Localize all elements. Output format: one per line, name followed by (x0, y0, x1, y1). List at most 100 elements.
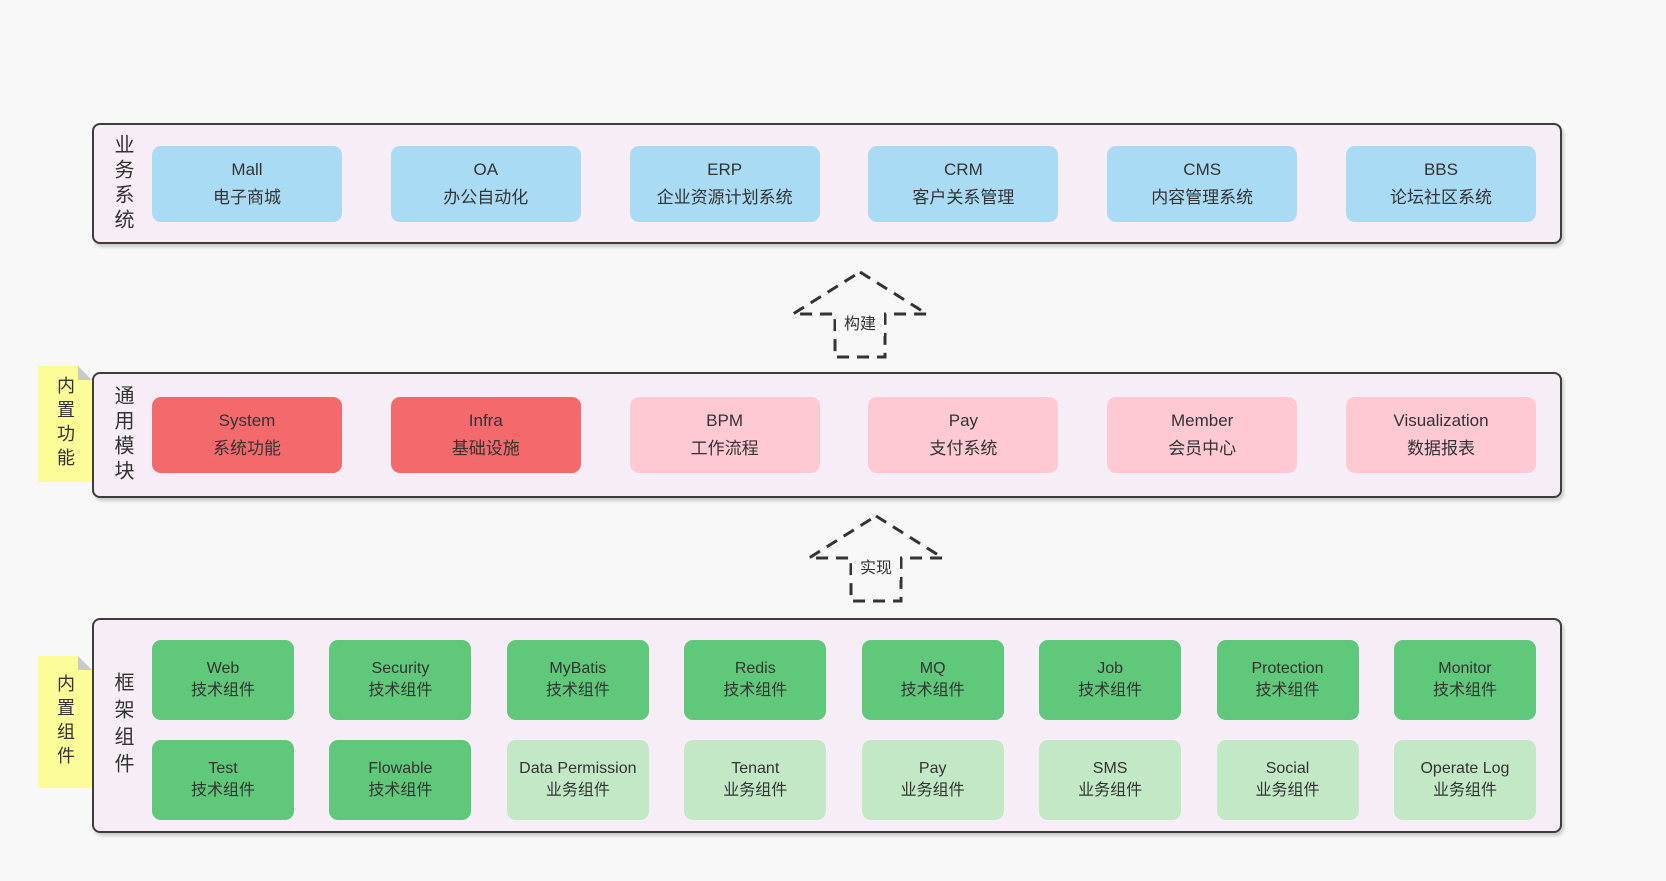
layer-business-label: 业务系统 (111, 133, 133, 234)
box-title: BPM (706, 411, 744, 431)
box-data-permission: Data Permission 业务组件 (506, 740, 649, 820)
box-mall: Mall 电子商城 (152, 145, 342, 222)
box-subtitle: 技术组件 (723, 682, 788, 699)
box-subtitle: 系统功能 (213, 439, 281, 458)
note-built-in-functions: 内置功能 (38, 366, 92, 482)
box-subtitle: 技术组件 (1078, 682, 1143, 699)
box-title: Member (1171, 411, 1234, 431)
box-title: Social (1265, 759, 1310, 777)
arrow-build-label: 构建 (844, 315, 876, 333)
box-title: MQ (919, 659, 946, 677)
box-sms: SMS 业务组件 (1039, 740, 1182, 820)
box-title: Job (1097, 659, 1123, 677)
box-title: CMS (1183, 159, 1222, 179)
box-subtitle: 会员中心 (1168, 439, 1237, 458)
folded-corner-icon (78, 656, 92, 670)
box-title: MyBatis (549, 659, 607, 677)
box-job: Job 技术组件 (1039, 640, 1182, 720)
box-mq: MQ 技术组件 (861, 640, 1004, 720)
box-title: ERP (707, 159, 743, 179)
note-built-in-components: 内置组件 (38, 656, 92, 788)
box-subtitle: 业务组件 (900, 782, 965, 799)
box-subtitle: 业务组件 (545, 782, 610, 799)
box-title: Monitor (1438, 659, 1492, 677)
box-erp: ERP 企业资源计划系统 (629, 145, 820, 222)
box-title: CRM (944, 159, 983, 179)
layer-common-modules: 通用模块 System 系统功能 Infra 基础设施 BPM 工作流程 Pay 支付系统 Me… (92, 372, 1562, 498)
box-test: Test 技术组件 (152, 740, 294, 820)
box-subtitle: 技术组件 (190, 782, 255, 799)
box-subtitle: 技术组件 (368, 682, 433, 699)
arrow-build-up: 构建 (790, 268, 930, 360)
box-subtitle: 基础设施 (451, 439, 520, 458)
box-subtitle: 内容管理系统 (1151, 187, 1254, 207)
box-subtitle: 业务组件 (723, 782, 788, 799)
box-title: Operate Log (1420, 759, 1510, 777)
box-subtitle: 技术组件 (190, 682, 255, 699)
box-subtitle: 技术组件 (900, 682, 965, 699)
box-title: Data Permission (519, 759, 637, 777)
box-subtitle: 技术组件 (1255, 682, 1320, 699)
box-oa: OA 办公自动化 (390, 145, 581, 222)
folded-corner-icon (78, 366, 92, 380)
box-operate-log: Operate Log 业务组件 (1393, 740, 1536, 820)
box-subtitle: 支付系统 (929, 439, 998, 458)
modules-boxes-row: System 系统功能 Infra 基础设施 BPM 工作流程 Pay 支付系统 Member 会… (152, 374, 1536, 496)
box-title: BBS (1423, 159, 1458, 179)
box-infra: Infra 基础设施 (390, 397, 581, 473)
box-title: Security (371, 659, 430, 677)
box-subtitle: 客户关系管理 (912, 187, 1015, 207)
box-subtitle: 技术组件 (1432, 682, 1497, 699)
box-cms: CMS 内容管理系统 (1107, 145, 1298, 222)
box-title: Web (206, 659, 240, 677)
dashed-up-arrow-icon: 构建 (790, 270, 930, 359)
box-title: SMS (1092, 759, 1128, 777)
box-title: System (218, 411, 276, 431)
box-pay: Pay 支付系统 (868, 397, 1059, 473)
box-pay: Pay 业务组件 (861, 740, 1004, 820)
box-title: Protection (1251, 659, 1324, 677)
box-title: Pay (918, 759, 947, 777)
note-built-in-functions-label: 内置功能 (55, 376, 75, 472)
box-title: Visualization (1393, 411, 1489, 431)
dashed-up-arrow-icon: 实现 (806, 514, 946, 603)
box-title: Pay (948, 411, 979, 431)
layer-business-systems: 业务系统 Mall 电子商城 OA 办公自动化 ERP 企业资源计划系统 CRM 客户关系管理… (92, 123, 1562, 244)
layer-modules-label: 通用模块 (111, 385, 133, 485)
box-title: Infra (468, 411, 503, 431)
box-subtitle: 电子商城 (213, 187, 281, 207)
box-title: Flowable (368, 759, 433, 777)
box-subtitle: 办公自动化 (443, 187, 529, 207)
box-protection: Protection 技术组件 (1216, 640, 1359, 720)
note-built-in-components-label: 内置组件 (55, 674, 75, 770)
box-subtitle: 工作流程 (690, 439, 759, 458)
box-title: Mall (231, 159, 263, 179)
box-crm: CRM 客户关系管理 (868, 145, 1059, 222)
arrow-implement-label: 实现 (860, 559, 892, 577)
box-subtitle: 数据报表 (1406, 439, 1475, 458)
box-subtitle: 业务组件 (1078, 782, 1143, 799)
box-title: Test (208, 759, 238, 777)
arrow-implement-up: 实现 (806, 512, 946, 604)
box-visualization: Visualization 数据报表 (1345, 397, 1536, 473)
box-system: System 系统功能 (152, 397, 342, 473)
layer-components-label: 框架组件 (111, 671, 133, 780)
box-title: OA (473, 159, 499, 179)
box-monitor: Monitor 技术组件 (1393, 640, 1536, 720)
business-boxes-row: Mall 电子商城 OA 办公自动化 ERP 企业资源计划系统 CRM 客户关系管理 CMS 内容… (152, 125, 1536, 242)
box-title: Tenant (731, 759, 780, 777)
box-tenant: Tenant 业务组件 (684, 740, 827, 820)
box-web: Web 技术组件 (152, 640, 294, 720)
box-subtitle: 业务组件 (1432, 782, 1497, 799)
box-subtitle: 企业资源计划系统 (656, 187, 793, 207)
box-member: Member 会员中心 (1107, 397, 1298, 473)
